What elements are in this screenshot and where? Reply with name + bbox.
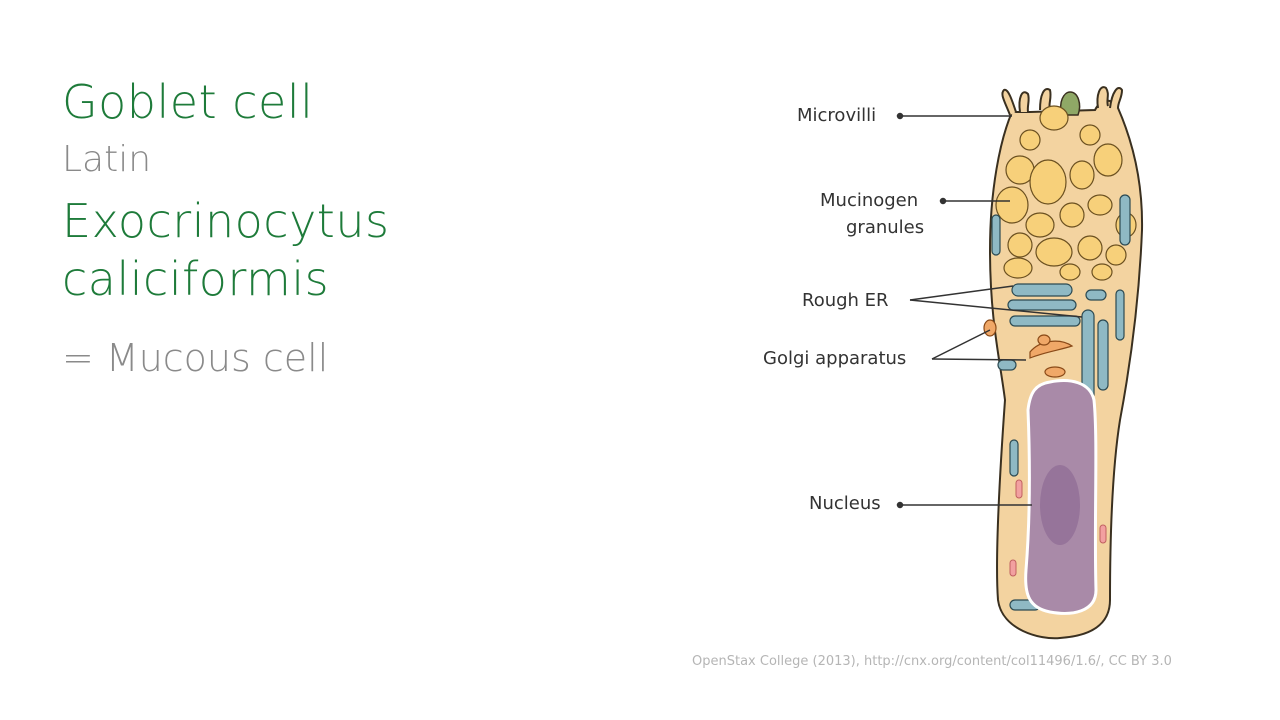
nucleolus (1040, 465, 1080, 545)
latin-name: Exocrinocytus caliciformis (62, 194, 390, 306)
golgi-apparatus (983, 319, 1074, 378)
synonym-text: = Mucous cell (62, 336, 329, 380)
latin-label: Latin (62, 139, 152, 180)
image-credit: OpenStax College (2013), http://cnx.org/… (692, 654, 1172, 669)
label-nucleus: Nucleus (809, 493, 881, 514)
label-rough-er: Rough ER (802, 290, 889, 311)
mitochondria (1009, 479, 1107, 577)
microvilli-icon (1001, 86, 1124, 116)
label-golgi: Golgi apparatus (763, 348, 907, 369)
secretion-vesicle (1059, 91, 1081, 116)
slide-title: Goblet cell (62, 75, 314, 129)
mucinogen-granules (995, 105, 1137, 281)
label-microvilli: Microvilli (797, 105, 877, 126)
label-mucinogen-line1: Mucinogen (820, 190, 919, 211)
label-mucinogen-line2: granules (846, 217, 925, 238)
